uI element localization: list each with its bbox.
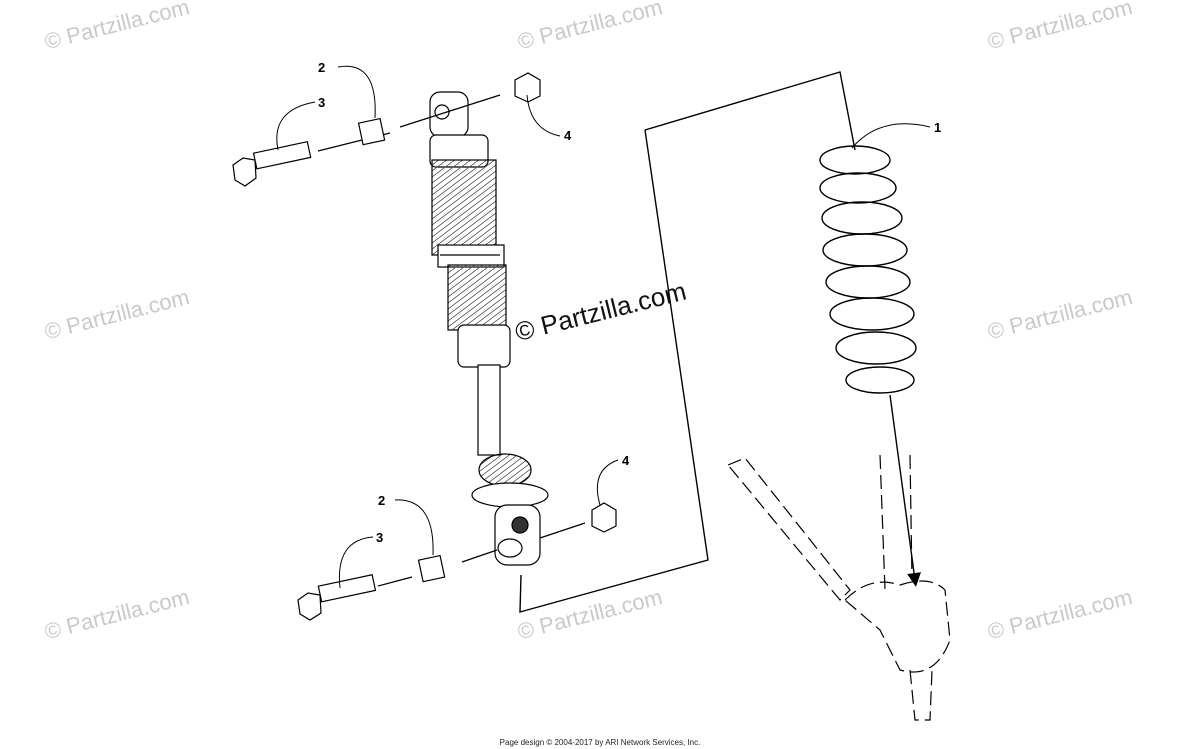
callout-bushing-bottom: 2	[378, 493, 386, 508]
callout-nut-bottom: 4	[622, 453, 630, 468]
callout-spring: 1	[934, 120, 942, 135]
bottom-mounting-hardware	[297, 502, 617, 621]
shock-absorber	[429, 91, 549, 566]
page-footer: Page design © 2004-2017 by ARI Network S…	[499, 738, 701, 747]
coil-spring	[819, 145, 917, 394]
top-mounting-hardware	[232, 72, 541, 187]
callout-bolt-bottom: 3	[376, 530, 384, 545]
callout-bolt-top: 3	[318, 95, 326, 110]
callout-nut-top: 4	[564, 128, 572, 143]
install-arrow	[889, 394, 921, 587]
callout-bushing-top: 2	[318, 60, 326, 75]
callout-leaders	[276, 65, 931, 589]
assembly-bracket	[519, 71, 856, 613]
control-arm	[727, 454, 951, 721]
